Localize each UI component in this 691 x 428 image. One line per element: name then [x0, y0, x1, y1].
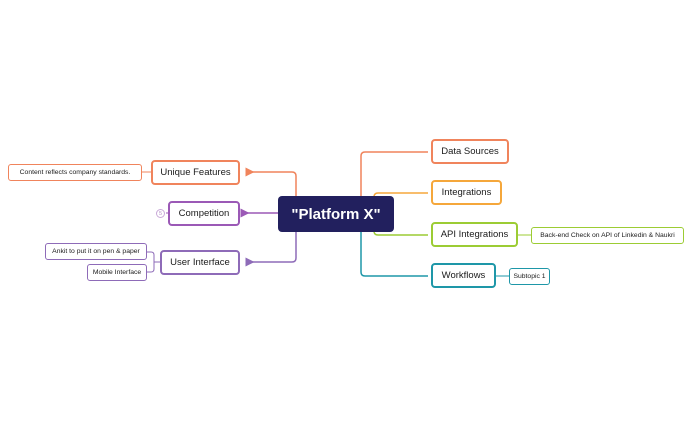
note-pen-paper[interactable]: Ankit to put it on pen & paper — [45, 243, 147, 260]
topic-integrations[interactable]: Integrations — [431, 180, 502, 205]
note-subtopic-1[interactable]: Subtopic 1 — [509, 268, 550, 285]
topic-user-interface[interactable]: User Interface — [160, 250, 240, 275]
connector-unique-features — [245, 167, 297, 196]
topic-competition[interactable]: Competition — [168, 201, 240, 226]
connector-workflows — [360, 231, 428, 277]
topic-api-integrations[interactable]: API Integrations — [431, 222, 518, 247]
note-mobile-interface[interactable]: Mobile Interface — [87, 264, 147, 281]
connector-ui-notes — [147, 251, 160, 273]
topic-unique-features[interactable]: Unique Features — [151, 160, 240, 185]
topic-workflows[interactable]: Workflows — [431, 263, 496, 288]
central-topic[interactable]: "Platform X" — [278, 196, 394, 232]
note-api-check[interactable]: Back-end Check on API of Linkedin & Nauk… — [531, 227, 684, 244]
connector-user-interface — [245, 231, 297, 267]
competition-count-badge[interactable]: 5 — [156, 209, 165, 218]
topic-data-sources[interactable]: Data Sources — [431, 139, 509, 164]
note-content-standards[interactable]: Content reflects company standards. — [8, 164, 142, 181]
connector-data-sources — [360, 151, 428, 196]
